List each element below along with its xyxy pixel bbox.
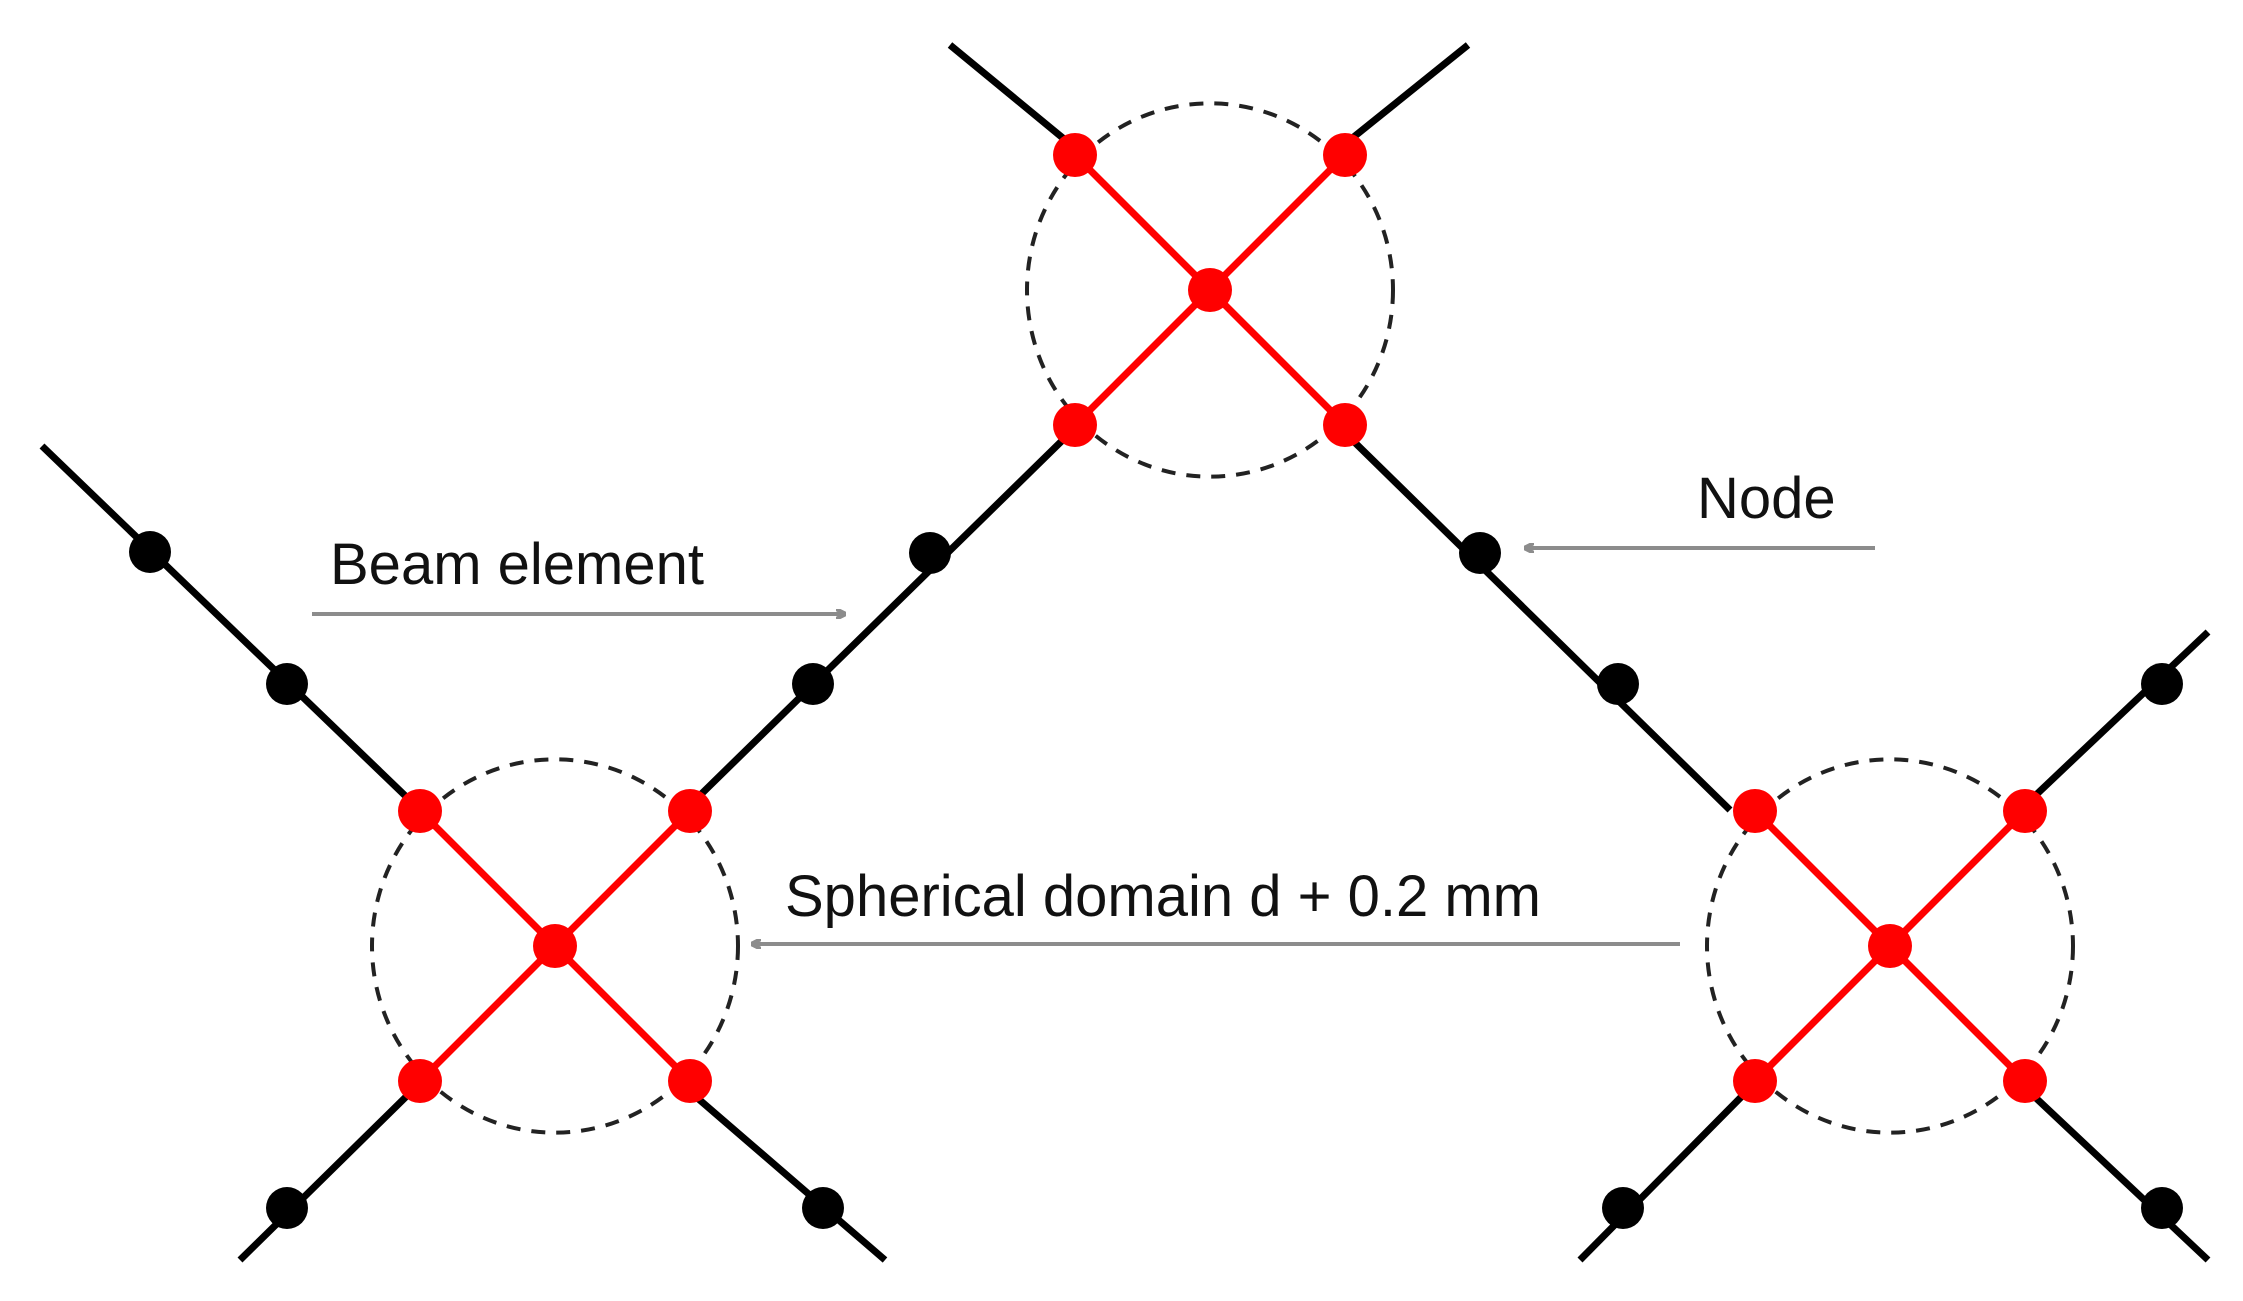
spherical-domain-label: Spherical domain d + 0.2 mm bbox=[785, 864, 1541, 929]
beam-node bbox=[2141, 1187, 2183, 1229]
joint-node bbox=[1323, 133, 1367, 177]
joint-node bbox=[1188, 268, 1232, 312]
beam-segment bbox=[237, 1080, 423, 1263]
joint-node bbox=[1323, 403, 1367, 447]
spherical-domain-outline bbox=[1705, 757, 2075, 1135]
beam-node bbox=[2141, 663, 2183, 705]
joint-node bbox=[668, 1059, 712, 1103]
spherical-domain-outline bbox=[370, 757, 740, 1135]
beam-element-label: Beam element bbox=[330, 532, 704, 597]
spherical-domain-outline bbox=[1025, 101, 1395, 479]
beam-node bbox=[1459, 532, 1501, 574]
beam-node bbox=[266, 1187, 308, 1229]
beam-segment bbox=[947, 42, 1078, 151]
beam-segment bbox=[1577, 1080, 1758, 1263]
beam-node bbox=[792, 663, 834, 705]
joint-node bbox=[1733, 1059, 1777, 1103]
joint-node bbox=[533, 924, 577, 968]
beam-node bbox=[1602, 1187, 1644, 1229]
beam-node bbox=[909, 532, 951, 574]
spherical-domains bbox=[370, 101, 2075, 1135]
joint-node bbox=[398, 1059, 442, 1103]
beam-node bbox=[266, 663, 308, 705]
beam-segment bbox=[677, 1080, 888, 1263]
beam-node bbox=[129, 531, 171, 573]
beam-nodes bbox=[129, 133, 2183, 1229]
beam-elements bbox=[39, 42, 2211, 1263]
annotation-arrows bbox=[312, 548, 1875, 944]
beam-segment bbox=[2017, 629, 2211, 813]
node-label: Node bbox=[1697, 466, 1836, 531]
joint-node bbox=[1868, 924, 1912, 968]
beam-segment bbox=[39, 443, 423, 813]
beam-node bbox=[802, 1187, 844, 1229]
joint-node bbox=[398, 789, 442, 833]
beam-segment bbox=[1337, 42, 1471, 151]
beam-segment bbox=[2017, 1080, 2211, 1263]
joint-node bbox=[1733, 789, 1777, 833]
beam-segment bbox=[682, 425, 1078, 813]
beam-node bbox=[1597, 663, 1639, 705]
joint-node bbox=[2003, 789, 2047, 833]
beam-segment bbox=[1337, 425, 1733, 813]
joint-node bbox=[668, 789, 712, 833]
joint-node bbox=[1053, 133, 1097, 177]
joint-node bbox=[2003, 1059, 2047, 1103]
joint-node bbox=[1053, 403, 1097, 447]
